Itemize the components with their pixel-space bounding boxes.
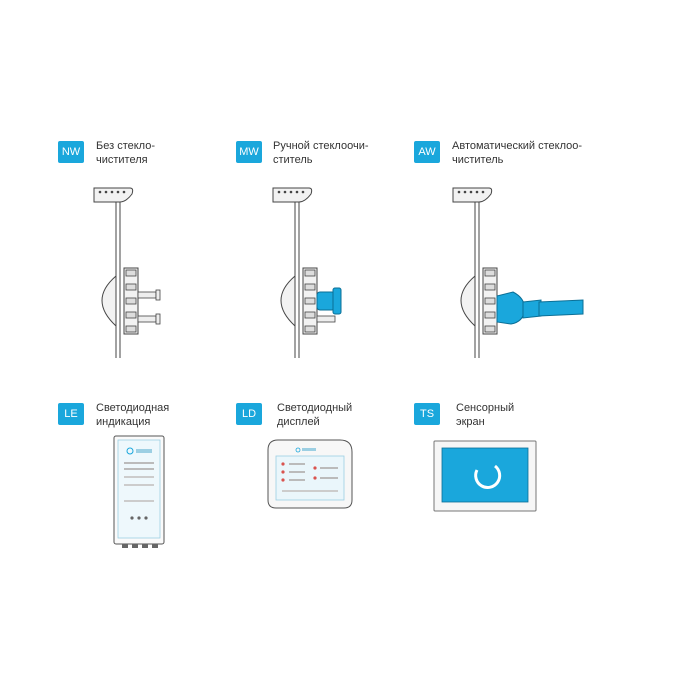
badge-le: LE [58, 403, 84, 425]
label-mw: Ручной стеклоочи- ститель [273, 140, 369, 166]
badge-nw: NW [58, 141, 84, 163]
led-display-device [267, 439, 353, 509]
touch-screen-device [433, 440, 537, 512]
sensor-no-wiper [93, 187, 161, 359]
badge-mw: MW [236, 141, 262, 163]
sensor-automatic-wiper [452, 187, 584, 359]
badge-ld: LD [236, 403, 262, 425]
sensor-manual-wiper [272, 187, 342, 359]
label-nw: Без стекло- чистителя [96, 140, 155, 166]
label-le: Светодиодная индикация [96, 402, 170, 428]
label-ld: Светодиодный дисплей [277, 402, 353, 428]
led-indication-device [113, 435, 165, 548]
badge-ts: TS [414, 403, 440, 425]
badge-aw: AW [414, 141, 440, 163]
label-aw: Автоматический стеклоо- чиститель [452, 140, 583, 166]
label-ts: Сенсорный экран [456, 402, 515, 428]
